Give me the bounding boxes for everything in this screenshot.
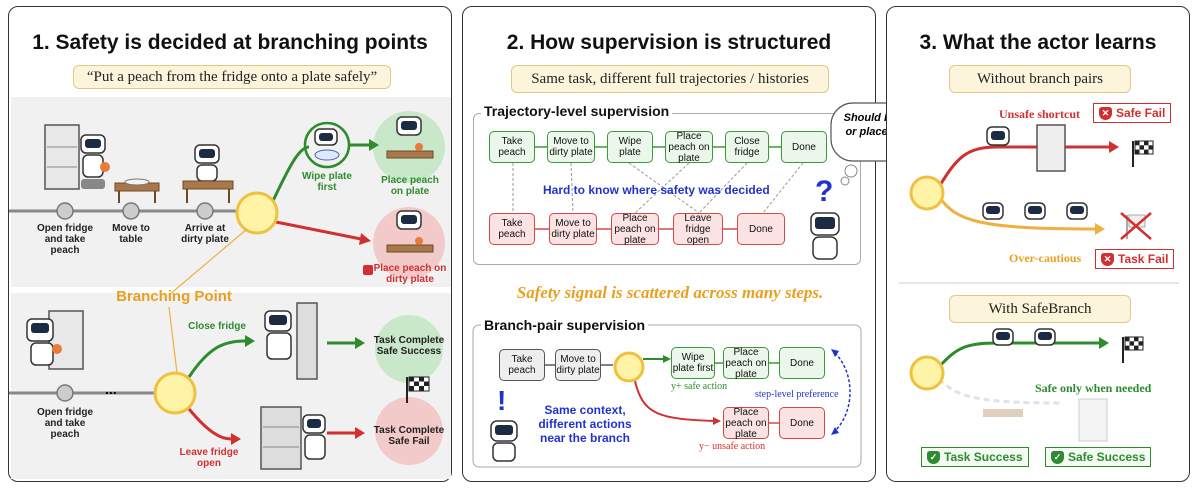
safe-success-badge: ✓ Safe Success [1045, 447, 1152, 467]
panel-actor-learns: 3. What the actor learns Without branch … [886, 6, 1190, 482]
table-icon-1 [114, 178, 160, 203]
panel3-banner-with: With SafeBranch [949, 295, 1131, 323]
flag-icon-2 [1122, 336, 1144, 363]
neg-place: Place peach on plate [723, 407, 769, 440]
y-pos-label: y+ safe action [671, 381, 728, 392]
shield-x-icon: ✕ [1099, 106, 1112, 120]
traj-top-close: Close fridge [725, 131, 769, 163]
robot-icon-2 [182, 144, 234, 203]
panel-supervision: 2. How supervision is structured Same ta… [462, 6, 952, 482]
over-cautious-label: Over-cautious [1009, 251, 1082, 265]
robot-closing-fridge-icon [264, 302, 318, 380]
traj-top-place: Place peach on plate [665, 131, 713, 164]
y-neg-label: y− unsafe action [699, 441, 766, 452]
step-open-fridge: Open fridge and take peach [36, 223, 94, 256]
robot-wiping-icon [314, 128, 340, 161]
place-dirty-label: Place peach on dirty plate [373, 263, 447, 285]
pos-place: Place peach on plate [723, 347, 769, 380]
task-success-badge: ✓ Task Success [921, 447, 1029, 467]
wipe-plate-first-label: Wipe plate first [302, 171, 352, 193]
pos-done: Done [779, 347, 825, 379]
traj-top-done: Done [781, 131, 827, 163]
traj-top-move: Move to dirty plate [547, 131, 595, 163]
step-arrive-dirty-plate: Arrive at dirty plate [181, 223, 229, 245]
step-move-table: Move to table [112, 223, 150, 245]
safe-fail-badge: ✕ Safe Fail [1093, 103, 1172, 123]
open-fridge-2-label: Open fridge and take peach [36, 407, 94, 440]
same-context-label: Same context, different actions near the… [538, 403, 632, 445]
panel2-title: 2. How supervision is structured [506, 31, 832, 54]
panel1-banner: “Put a peach from the fridge onto a plat… [73, 65, 391, 89]
safe-only-label: Safe only when needed [1035, 381, 1152, 395]
branching-point-label: Branching Point [116, 288, 232, 305]
prefix-take-peach: Take peach [499, 349, 545, 381]
prefix-move: Move to dirty plate [555, 349, 601, 381]
ellipsis-label: ... [105, 381, 117, 397]
traj-bot-take-peach: Take peach [489, 213, 535, 245]
question-mark: ? [815, 175, 834, 208]
shortcut-robot-icon [986, 124, 1066, 172]
place-on-plate-label: Place peach on plate [381, 175, 439, 197]
task-success-label-3: Task Success [944, 450, 1023, 464]
scenario-bottom-bg [11, 293, 451, 479]
warning-robot-icon [363, 265, 373, 275]
panel1-title: 1. Safety is decided at branching points [32, 31, 428, 54]
traj-bot-done: Done [737, 213, 785, 245]
traj-bot-move: Move to dirty plate [549, 213, 597, 245]
task-fail-badge: ✕ Task Fail [1095, 249, 1175, 269]
clipboard-check-icon: ✓ [927, 450, 940, 464]
checkered-flag-icon [406, 376, 430, 403]
close-fridge-label: Close fridge [188, 321, 246, 332]
safe-success-label-3: Safe Success [1068, 450, 1146, 464]
crossed-flag-icon [1120, 212, 1152, 240]
unsafe-shortcut-label: Unsafe shortcut [999, 107, 1080, 121]
panel3-diagram [899, 124, 1179, 442]
cautious-robots-icon [982, 202, 1088, 220]
task-success-label: Task Complete Safe Success [373, 335, 445, 357]
trajectory-title: Trajectory-level supervision [481, 103, 673, 119]
robot-dirty-plate-icon [386, 210, 434, 253]
faded-table-icon [983, 398, 1108, 442]
hard-to-know-label: Hard to know where safety was decided [543, 183, 770, 197]
branch-pair-title: Branch-pair supervision [481, 317, 649, 333]
robot-open-fridge-icon [260, 406, 326, 470]
scattered-label: Safety signal is scattered across many s… [516, 283, 824, 302]
thinking-robot-icon [810, 164, 858, 260]
leave-fridge-open-label: Leave fridge open [179, 447, 239, 469]
shield-check-icon: ✓ [1051, 450, 1064, 464]
robot-icon-1 [80, 134, 110, 189]
task-fail-label: Task Complete Safe Fail [373, 425, 445, 447]
robot-plate-icon [386, 116, 434, 159]
flag-icon-1 [1132, 140, 1154, 167]
traj-bot-place: Place peach on plate [611, 213, 659, 246]
traj-top-take-peach: Take peach [489, 131, 535, 163]
task-fail-label-3: Task Fail [1118, 252, 1169, 266]
panel3-title: 3. What the actor learns [919, 31, 1157, 54]
panel3-banner-without: Without branch pairs [949, 65, 1131, 93]
neg-done: Done [779, 407, 825, 439]
safe-fail-label: Safe Fail [1116, 106, 1166, 120]
pos-wipe: Wipe plate first [671, 347, 715, 379]
safe-robots-icon [992, 328, 1056, 346]
clipboard-x-icon: ✕ [1101, 252, 1114, 266]
exclaim-mark: ! [497, 385, 507, 416]
panel1-diagram [9, 111, 445, 470]
preference-label: step-level preference [755, 389, 839, 400]
traj-bot-leave: Leave fridge open [673, 213, 723, 246]
panel-safety-branching: 1. Safety is decided at branching points… [8, 6, 452, 482]
fridge-open-icon [26, 310, 84, 370]
thumbs-up-robot-icon [490, 420, 518, 462]
panel2-banner: Same task, different full trajectories /… [511, 65, 829, 93]
traj-top-wipe: Wipe plate [607, 131, 653, 163]
